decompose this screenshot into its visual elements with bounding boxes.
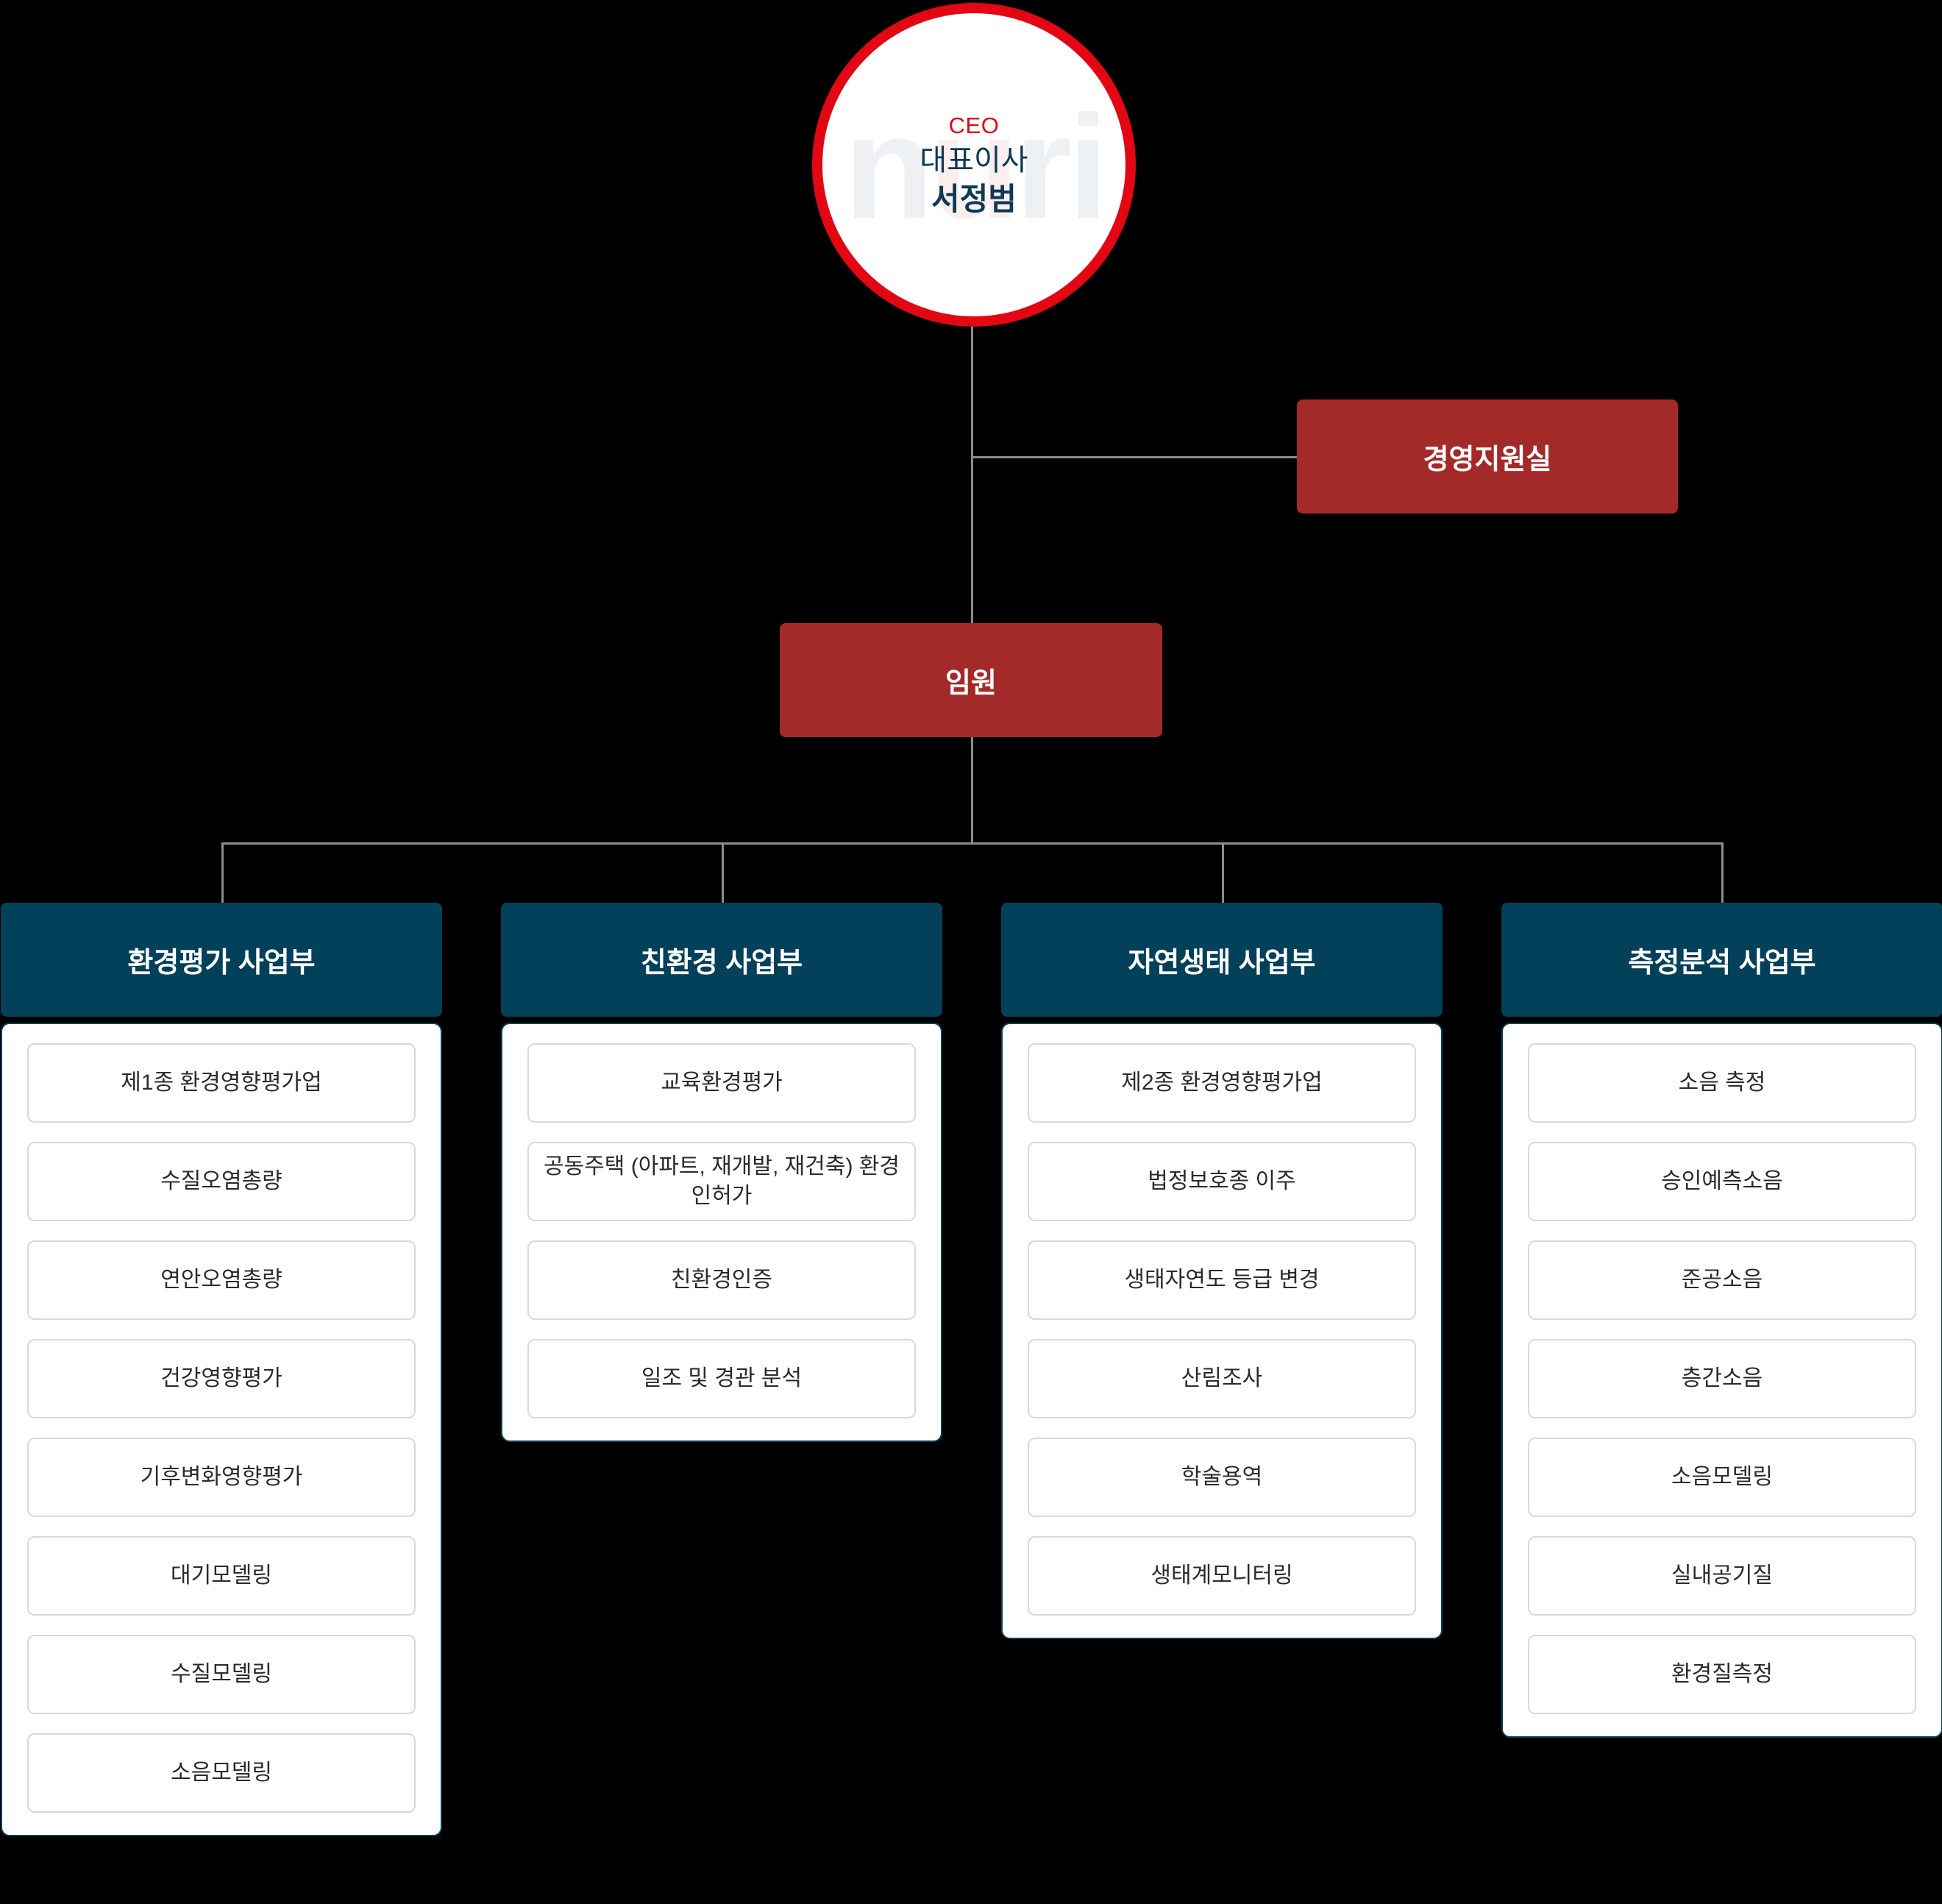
department-header-3[interactable]: 측정분석 사업부 — [1501, 903, 1942, 1017]
ceo-name: 서정범 — [931, 181, 1017, 216]
list-item[interactable]: 생태자연도 등급 변경 — [1028, 1240, 1416, 1320]
department-header-0[interactable]: 환경평가 사업부 — [1, 903, 442, 1017]
list-item[interactable]: 기후변화영향평가 — [27, 1438, 416, 1517]
list-item[interactable]: 산림조사 — [1028, 1339, 1416, 1418]
ceo-node[interactable]: nuri CEO 대표이사 서정범 — [812, 3, 1136, 327]
department-card-1: 교육환경평가 공동주택 (아파트, 재개발, 재건축) 환경인허가 친환경인증 … — [501, 1023, 942, 1442]
department-header-1[interactable]: 친환경 사업부 — [501, 903, 942, 1017]
ceo-title: 대표이사 — [920, 143, 1028, 177]
department-column-1: 친환경 사업부 교육환경평가 공동주택 (아파트, 재개발, 재건축) 환경인허… — [501, 903, 942, 1442]
list-item[interactable]: 수질모델링 — [27, 1635, 416, 1714]
list-item[interactable]: 제1종 환경영향평가업 — [27, 1043, 416, 1123]
ceo-role-label: CEO — [948, 113, 1000, 139]
connector-dept-drop-1 — [722, 842, 724, 905]
list-item[interactable]: 소음모델링 — [1528, 1438, 1916, 1517]
node-support-office[interactable]: 경영지원실 — [1297, 399, 1678, 514]
list-item[interactable]: 일조 및 경관 분석 — [527, 1339, 916, 1418]
list-item[interactable]: 법정보호종 이주 — [1028, 1142, 1416, 1221]
list-item[interactable]: 소음모델링 — [27, 1733, 416, 1813]
list-item[interactable]: 연안오염총량 — [27, 1240, 416, 1320]
node-executive[interactable]: 임원 — [780, 623, 1162, 737]
list-item[interactable]: 실내공기질 — [1528, 1536, 1916, 1616]
department-card-0: 제1종 환경영향평가업 수질오염총량 연안오염총량 건강영향평가 기후변화영향평… — [1, 1023, 442, 1836]
connector-dept-bus — [221, 842, 1724, 845]
list-item[interactable]: 공동주택 (아파트, 재개발, 재건축) 환경인허가 — [527, 1142, 916, 1221]
department-card-3: 소음 측정 승인예측소음 준공소음 층간소음 소음모델링 실내공기질 환경질측정 — [1501, 1023, 1942, 1738]
list-item[interactable]: 수질오염총량 — [27, 1142, 416, 1221]
department-header-2[interactable]: 자연생태 사업부 — [1001, 903, 1443, 1017]
department-column-0: 환경평가 사업부 제1종 환경영향평가업 수질오염총량 연안오염총량 건강영향평… — [1, 903, 442, 1836]
list-item[interactable]: 교육환경평가 — [527, 1043, 916, 1123]
department-column-3: 측정분석 사업부 소음 측정 승인예측소음 준공소음 층간소음 소음모델링 실내… — [1501, 903, 1942, 1738]
connector-ceo-trunk — [971, 327, 973, 625]
list-item[interactable]: 학술용역 — [1028, 1438, 1416, 1517]
ceo-text-stack: CEO 대표이사 서정범 — [920, 112, 1028, 218]
department-card-2: 제2종 환경영향평가업 법정보호종 이주 생태자연도 등급 변경 산림조사 학술… — [1001, 1023, 1443, 1639]
list-item[interactable]: 친환경인증 — [527, 1240, 916, 1320]
connector-dept-drop-0 — [221, 842, 224, 905]
list-item[interactable]: 제2종 환경영향평가업 — [1028, 1043, 1416, 1123]
list-item[interactable]: 소음 측정 — [1528, 1043, 1916, 1123]
connector-dept-drop-3 — [1721, 842, 1724, 905]
list-item[interactable]: 생태계모니터링 — [1028, 1536, 1416, 1616]
list-item[interactable]: 승인예측소음 — [1528, 1142, 1916, 1221]
connector-dept-drop-2 — [1222, 842, 1224, 905]
list-item[interactable]: 대기모델링 — [27, 1536, 416, 1616]
list-item[interactable]: 준공소음 — [1528, 1240, 1916, 1320]
list-item[interactable]: 환경질측정 — [1528, 1635, 1916, 1714]
list-item[interactable]: 건강영향평가 — [27, 1339, 416, 1418]
connector-support-branch — [971, 456, 1298, 458]
connector-exec-trunk — [971, 737, 973, 844]
department-column-2: 자연생태 사업부 제2종 환경영향평가업 법정보호종 이주 생태자연도 등급 변… — [1001, 903, 1443, 1639]
list-item[interactable]: 층간소음 — [1528, 1339, 1916, 1418]
